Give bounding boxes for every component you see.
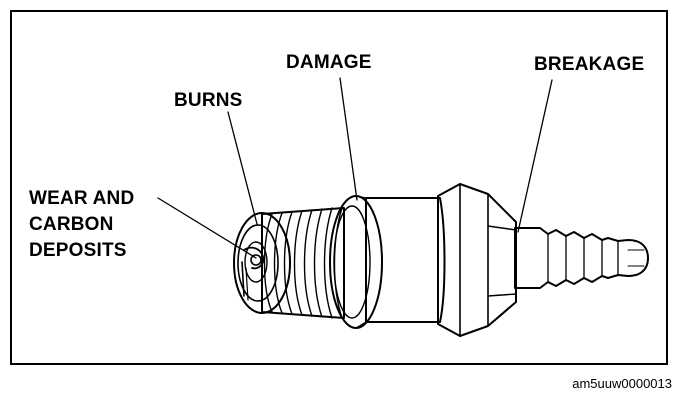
label-wear-line3: DEPOSITS xyxy=(29,240,127,261)
label-wear-line1: WEAR AND xyxy=(29,188,134,209)
label-wear-line2: CARBON xyxy=(29,214,114,235)
spark-plug-illustration xyxy=(233,183,649,337)
label-breakage: BREAKAGE xyxy=(534,54,644,75)
diagram-frame xyxy=(10,10,668,365)
label-damage: DAMAGE xyxy=(286,52,372,73)
firing-end xyxy=(233,212,291,314)
leader-damage xyxy=(339,77,358,201)
insulator-ribbed-end xyxy=(514,227,649,289)
leader-burns xyxy=(227,111,258,225)
metal-shell xyxy=(365,197,446,323)
label-burns: BURNS xyxy=(174,90,243,111)
gasket-washer xyxy=(329,195,383,329)
leader-wear xyxy=(157,197,257,259)
threads xyxy=(261,207,345,319)
figure-id: am5uuw0000013 xyxy=(572,376,672,391)
leader-breakage xyxy=(517,79,553,233)
leader-lines xyxy=(157,77,553,259)
hex-nut xyxy=(437,183,517,337)
